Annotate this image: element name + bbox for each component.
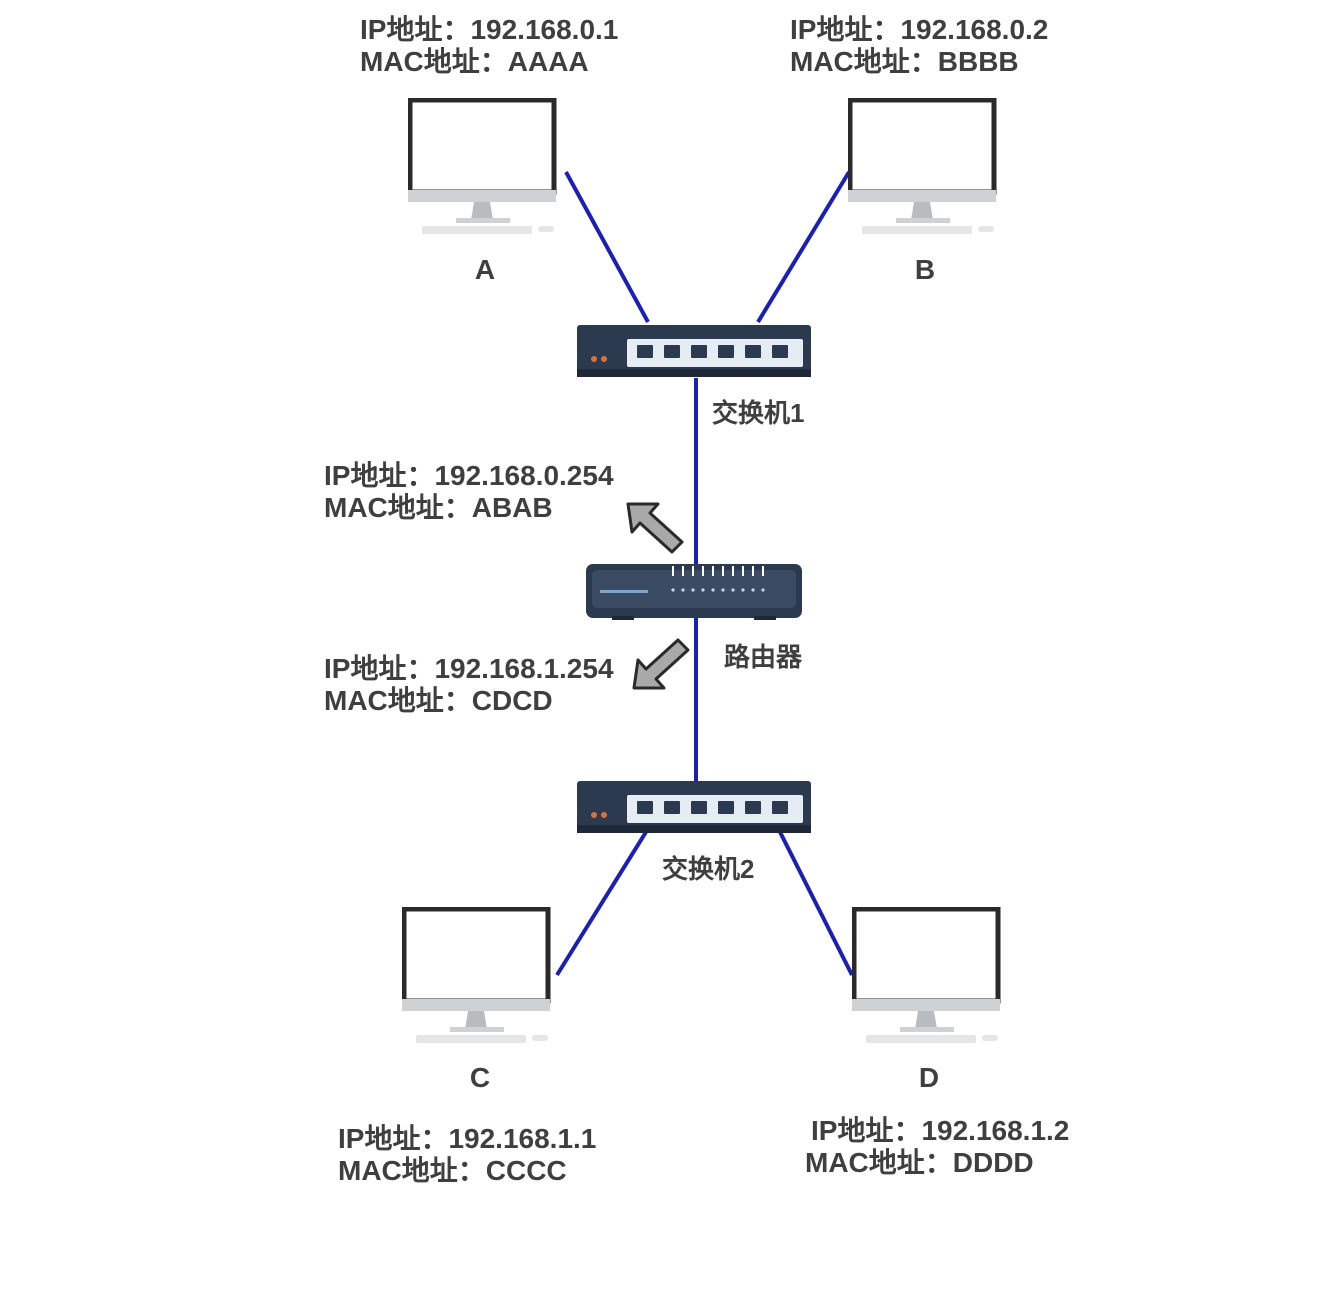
host-c-mac: MAC地址：CCCC [338,1155,567,1186]
router-if0-info: IP地址：192.168.0.254 MAC地址：ABAB [324,460,614,524]
host-c-label: C [469,1062,491,1093]
host-b-mac: MAC地址：BBBB [790,46,1019,77]
host-c-computer-icon[interactable] [402,907,562,1052]
switch-1-icon[interactable] [577,325,813,379]
link-switch2-d [778,831,854,976]
router-if1-info: IP地址：192.168.1.254 MAC地址：CDCD [324,653,614,717]
router-label: 路由器 [724,642,803,672]
host-a-label: A [474,254,496,285]
switch-2-icon[interactable] [577,781,813,835]
host-b-ip: IP地址：192.168.0.2 [790,14,1049,45]
host-b-computer-icon[interactable] [848,98,1008,243]
host-b-info: IP地址：192.168.0.2 MAC地址：BBBB [790,14,1048,78]
router-icon[interactable] [586,562,804,622]
host-d-label: D [918,1062,940,1093]
host-d-computer-icon[interactable] [852,907,1012,1052]
host-a-info: IP地址：192.168.0.1 MAC地址：AAAA [360,14,618,78]
host-d-info: IP地址：192.168.1.2 MAC地址：DDDD [805,1115,1069,1179]
router-if1-mac: MAC地址：CDCD [324,685,553,716]
host-c-ip: IP地址：192.168.1.1 [338,1123,597,1154]
link-b-switch1 [756,170,851,324]
host-c-info: IP地址：192.168.1.1 MAC地址：CCCC [338,1123,596,1187]
host-b-label: B [914,254,936,285]
router-if1-ip: IP地址：192.168.1.254 [324,653,614,684]
arrow-down-left-icon [632,638,690,690]
host-a-mac: MAC地址：AAAA [360,46,589,77]
switch-1-label: 交换机1 [712,398,805,428]
link-switch2-c [555,830,648,977]
host-a-computer-icon[interactable] [408,98,568,243]
link-a-switch1 [564,171,650,323]
host-d-ip: IP地址：192.168.1.2 [811,1115,1070,1146]
arrow-up-left-icon [626,502,684,554]
router-if0-ip: IP地址：192.168.0.254 [324,460,614,491]
switch-2-label: 交换机2 [662,854,755,884]
router-if0-mac: MAC地址：ABAB [324,492,553,523]
host-d-mac: MAC地址：DDDD [805,1147,1034,1178]
host-a-ip: IP地址：192.168.0.1 [360,14,619,45]
